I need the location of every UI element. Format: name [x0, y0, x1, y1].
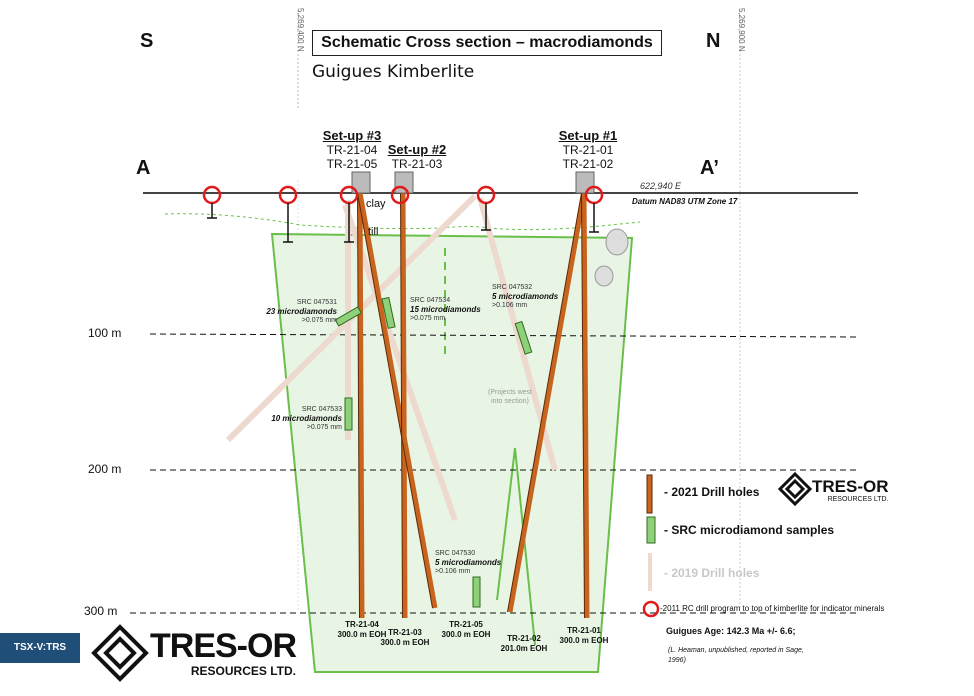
drill-hole-tr-21-05 — [357, 192, 438, 609]
northing-right: 5,269,900 N — [737, 8, 746, 52]
sample-label-047532: SRC 047532 5 microdiamonds >0.106 mm — [492, 284, 559, 309]
setup-3: Set-up #3 TR-21-04 TR-21-05 — [312, 128, 392, 171]
north-label: N — [706, 30, 721, 52]
depth-line-100 — [149, 333, 859, 338]
ticker-badge: TSX-V:TRS — [0, 633, 80, 663]
setup-1-heading: Set-up #1 — [558, 128, 618, 143]
diagram-subtitle: Guigues Kimberlite — [312, 62, 475, 82]
legend-drill-2021-swatch — [646, 474, 653, 514]
sample-047531 — [334, 306, 362, 327]
datum-label: Datum NAD83 UTM Zone 17 — [632, 197, 738, 206]
drill-hole-tr-21-02 — [507, 192, 587, 613]
logo-icon-large — [91, 624, 149, 682]
setup-3-heading: Set-up #3 — [322, 128, 382, 143]
drill-hole-2019 — [342, 204, 458, 521]
easting-label: 622,940 E — [640, 181, 682, 191]
sample-label-047533: SRC 047533 10 microdiamonds >0.075 mm — [271, 406, 342, 431]
legend-rc-swatch — [642, 600, 660, 618]
boulder — [605, 228, 629, 256]
setup-2: Set-up #2 TR-21-03 — [382, 142, 452, 171]
sample-047534 — [381, 296, 396, 329]
overburden-base — [164, 213, 641, 231]
legend-sample-swatch — [646, 516, 656, 544]
till-label: till — [368, 226, 379, 238]
drill-hole-tr-21-01 — [581, 192, 590, 619]
northing-left: 5,269,400 N — [296, 8, 305, 52]
kimberlite-age: Guigues Age: 142.3 Ma +/- 6.6; — [666, 626, 796, 636]
setup-collar-2 — [394, 171, 414, 194]
boulder — [594, 265, 614, 287]
drill-hole-tr-21-04 — [357, 192, 365, 619]
sample-047533 — [344, 397, 353, 431]
setup-collar-3 — [351, 171, 371, 194]
legend-src-samples: - SRC microdiamond samples — [664, 523, 835, 537]
legend-rc-2011: -2011 RC drill program to top of kimberl… — [660, 604, 885, 613]
section-end-label: A’ — [700, 157, 719, 179]
sample-047532 — [514, 320, 533, 355]
sample-label-047531: SRC 047531 23 microdiamonds >0.075 mm — [266, 299, 337, 324]
south-label: S — [140, 30, 154, 52]
setup-1: Set-up #1 TR-21-01 TR-21-02 — [548, 128, 628, 171]
rc-hole-marker — [476, 185, 496, 205]
rc-hole-marker — [390, 185, 410, 205]
setup-2-heading: Set-up #2 — [387, 142, 447, 157]
setup-3-holes: TR-21-04 TR-21-05 — [326, 143, 378, 171]
sample-label-047534: SRC 047534 15 microdiamonds >0.075 mm — [410, 297, 481, 322]
sample-047530 — [472, 576, 481, 608]
diagram-title: Schematic Cross section – macrodiamonds — [312, 30, 662, 56]
tres-or-logo-large: TRES-OR RESOURCES LTD. — [150, 627, 297, 678]
depth-200: 200 m — [88, 462, 122, 476]
legend-drill-2021: - 2021 Drill holes — [664, 485, 760, 499]
age-reference: (L. Heaman, unpublished, reported in Sag… — [668, 647, 804, 664]
setup-collar-1 — [575, 171, 595, 194]
sample-label-047530: SRC 047530 5 microdiamonds >0.106 mm — [435, 550, 502, 575]
rc-hole-marker — [278, 185, 298, 205]
kimberlite-inner-lobe — [496, 447, 536, 646]
depth-300: 300 m — [84, 604, 118, 618]
tres-or-logo-small: TRES-OR RESOURCES LTD. — [812, 477, 889, 504]
setup-2-holes: TR-21-03 — [391, 157, 443, 171]
rc-hole-marker — [202, 185, 222, 205]
section-start-label: A — [136, 157, 151, 179]
logo-icon-small — [777, 471, 813, 507]
drill-hole-tr-21-03 — [400, 192, 408, 619]
depth-100: 100 m — [88, 326, 122, 340]
projects-west-note: (Projects west into section) — [488, 389, 532, 405]
clay-label: clay — [366, 198, 386, 210]
legend-drill-2019: - 2019 Drill holes — [664, 566, 760, 580]
setup-1-holes: TR-21-01 TR-21-02 — [562, 143, 614, 171]
legend-drill-2019-swatch — [648, 553, 652, 591]
